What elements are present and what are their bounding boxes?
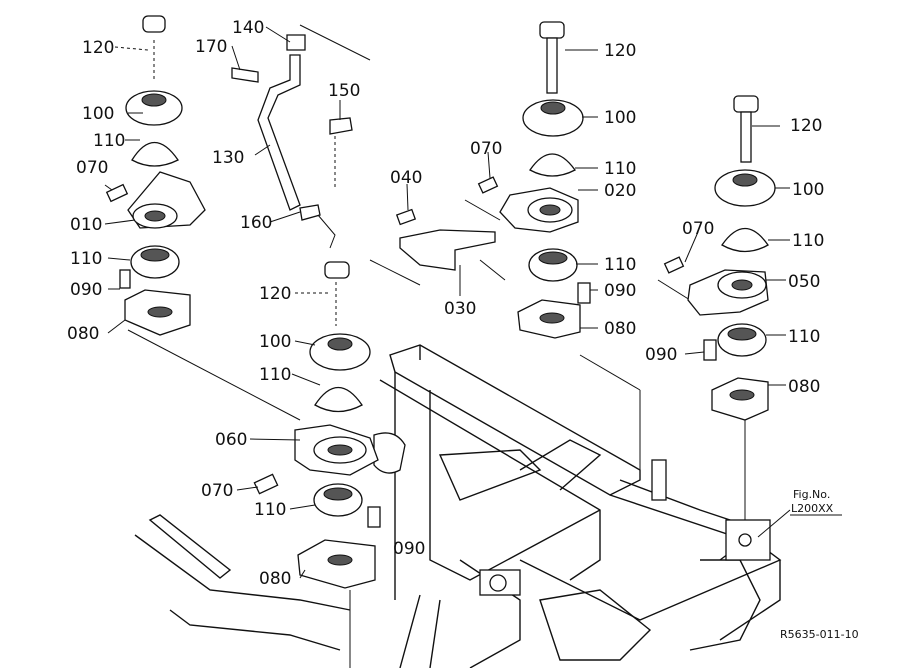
callout-070: 070 bbox=[470, 139, 502, 159]
figure-reference: Fig.No. L200XX R5635-011-10 bbox=[780, 488, 859, 641]
callout-070: 070 bbox=[682, 219, 714, 239]
callout-040: 040 bbox=[390, 168, 422, 188]
callout-080: 080 bbox=[259, 569, 291, 589]
figure-label: Fig.No. bbox=[793, 488, 830, 501]
callout-160: 160 bbox=[240, 213, 272, 233]
callout-170: 170 bbox=[195, 37, 227, 57]
callout-120: 120 bbox=[259, 284, 291, 304]
callout-110: 110 bbox=[792, 231, 824, 251]
callout-100: 100 bbox=[82, 104, 114, 124]
callout-110: 110 bbox=[93, 131, 125, 151]
callout-100: 100 bbox=[604, 108, 636, 128]
right-mount-stack bbox=[663, 95, 776, 421]
callout-120: 120 bbox=[82, 38, 114, 58]
callout-100: 100 bbox=[259, 332, 291, 352]
callout-110: 110 bbox=[254, 500, 286, 520]
callout-080: 080 bbox=[788, 377, 820, 397]
callout-110: 110 bbox=[70, 249, 102, 269]
callout-110: 110 bbox=[788, 327, 820, 347]
bracket-030 bbox=[395, 208, 496, 271]
callout-150: 150 bbox=[328, 81, 360, 101]
callout-090: 090 bbox=[70, 280, 102, 300]
callout-110: 110 bbox=[604, 255, 636, 275]
callout-090: 090 bbox=[604, 281, 636, 301]
connection-lines bbox=[127, 24, 746, 668]
callout-110: 110 bbox=[259, 365, 291, 385]
callout-020: 020 bbox=[604, 181, 636, 201]
callout-140: 140 bbox=[232, 18, 264, 38]
callout-120: 120 bbox=[604, 41, 636, 61]
callout-110: 110 bbox=[604, 159, 636, 179]
left-mount-stack bbox=[105, 15, 206, 336]
center-right-mount-stack bbox=[477, 21, 591, 339]
drawing-code: R5635-011-10 bbox=[780, 628, 859, 641]
callout-leaders bbox=[104, 26, 791, 579]
callout-120: 120 bbox=[790, 116, 822, 136]
callout-030: 030 bbox=[444, 299, 476, 319]
callout-090: 090 bbox=[645, 345, 677, 365]
callout-060: 060 bbox=[215, 430, 247, 450]
figure-number: L200XX bbox=[791, 502, 834, 515]
callout-100: 100 bbox=[792, 180, 824, 200]
callout-010: 010 bbox=[70, 215, 102, 235]
callout-080: 080 bbox=[67, 324, 99, 344]
callout-130: 130 bbox=[212, 148, 244, 168]
callout-070: 070 bbox=[201, 481, 233, 501]
callout-labels: 120 100 110 070 010 110 090 080 140 170 … bbox=[67, 18, 824, 589]
center-left-mount-stack bbox=[231, 34, 381, 589]
callout-070: 070 bbox=[76, 158, 108, 178]
callout-050: 050 bbox=[788, 272, 820, 292]
callout-080: 080 bbox=[604, 319, 636, 339]
chassis-frame bbox=[134, 344, 782, 668]
callout-090: 090 bbox=[393, 539, 425, 559]
